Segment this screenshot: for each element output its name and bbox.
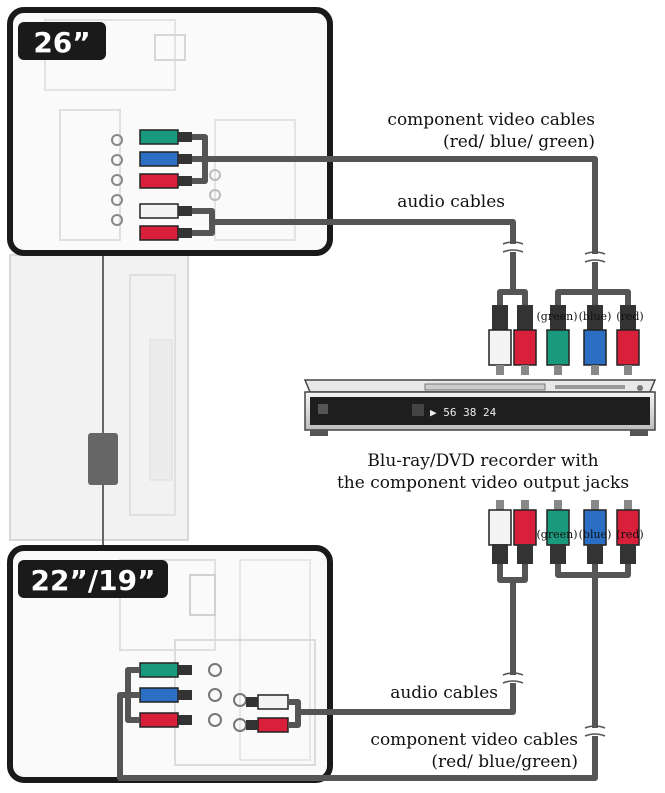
label-audio-bottom: audio cables: [390, 683, 498, 703]
audio-cable-bottom: [298, 580, 516, 715]
bluray-dvd-recorder: ▶ 56 38 24: [303, 379, 657, 436]
plug-blue-bottom-panel: [139, 687, 192, 703]
label-component-top-line1: component video cables: [387, 110, 595, 130]
label-audio-top: audio cables: [397, 192, 505, 212]
audio-cable-top: [212, 219, 516, 282]
panel-22-19-inch: 22”/19”: [7, 545, 333, 783]
plug-label-blue-lower: (blue): [579, 528, 612, 541]
panel-26-inch: 26”: [7, 7, 333, 256]
plug-label-red-lower: (red): [616, 528, 643, 541]
plug-label-green-upper: (green): [537, 310, 578, 323]
plug-red-top-panel: [139, 173, 192, 189]
break-marker-component-bottom: [584, 725, 606, 737]
badge-22-19-label: 22”/19”: [31, 564, 156, 597]
component-cable-top: [205, 156, 598, 282]
badge-22-19-inch: [18, 560, 168, 598]
plug-label-green-lower: (green): [537, 528, 578, 541]
recorder-caption-line1: Blu-ray/DVD recorder with: [367, 451, 598, 471]
plug-red-upper: [513, 305, 537, 375]
plug-white-top-panel: [139, 203, 192, 219]
plug-label-blue-upper: (blue): [579, 310, 612, 323]
break-marker-audio-bottom: [502, 672, 524, 684]
plug-green-lower: [546, 500, 570, 564]
plug-red-component-lower: [616, 500, 640, 564]
badge-26-label: 26”: [33, 26, 90, 59]
plug-blue-top-panel: [139, 151, 192, 167]
label-component-bottom-line1: component video cables: [370, 730, 578, 750]
plug-red-audio-top-panel: [139, 225, 192, 241]
break-marker-component-top: [584, 251, 606, 263]
label-component-top-line2: (red/ blue/ green): [443, 132, 595, 152]
recorder-display: ▶ 56 38 24: [430, 406, 497, 419]
plugs-lower-recorder: [488, 500, 640, 564]
plug-red-bottom-panel: [139, 712, 192, 728]
tv-back-silhouette: [9, 250, 189, 548]
plug-white-lower: [488, 500, 512, 564]
break-marker-audio-top: [502, 241, 524, 253]
plug-red-component-upper: [616, 305, 640, 375]
plug-label-red-upper: (red): [616, 310, 643, 323]
label-component-bottom-line2: (red/ blue/green): [431, 752, 578, 772]
plug-green-bottom-panel: [139, 662, 192, 678]
cables-top: [192, 134, 631, 305]
component-cable-bottom: [117, 575, 598, 781]
plug-blue-upper: [583, 305, 607, 375]
plug-white-bottom-panel: [246, 694, 289, 710]
plug-red-audio-bottom-panel: [246, 717, 289, 733]
plug-green-top-panel: [139, 129, 192, 145]
plugs-upper-recorder: [488, 305, 640, 375]
cables-bottom: [117, 564, 631, 781]
cable-clamp: [88, 433, 118, 485]
disc-tray: [424, 383, 546, 391]
recorder-front-panel: [310, 397, 650, 425]
recorder-caption-line2: the component video output jacks: [337, 473, 629, 493]
plug-blue-lower: [583, 500, 607, 564]
plug-white-upper: [488, 305, 512, 375]
plug-green-upper: [546, 305, 570, 375]
plug-red-lower: [513, 500, 537, 564]
badge-26-inch: [18, 22, 106, 60]
